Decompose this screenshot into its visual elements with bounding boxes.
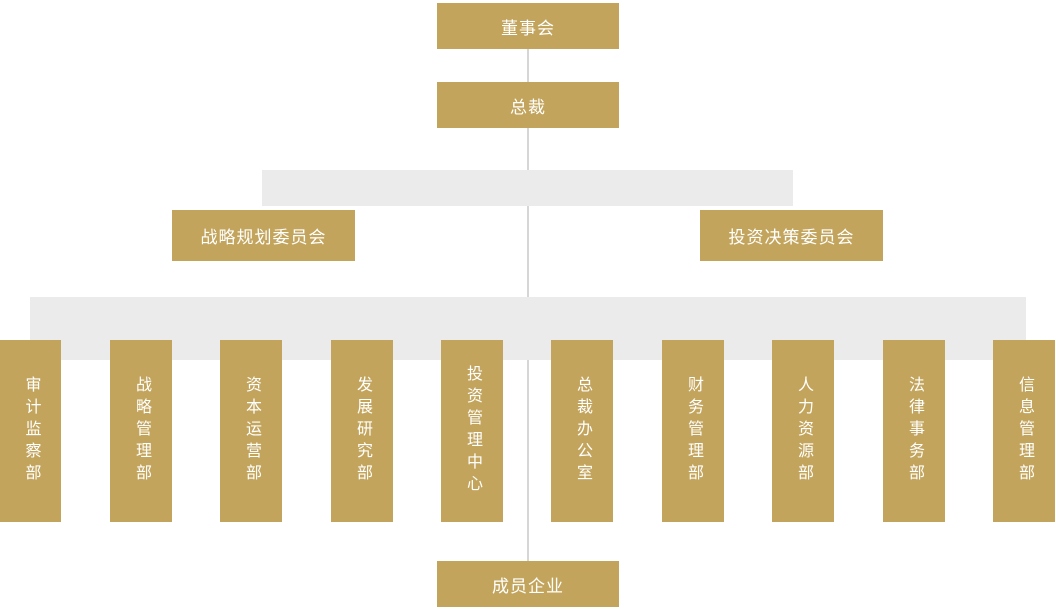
node-board: 董事会	[437, 3, 619, 49]
committee-label: 战略规划委员会	[200, 228, 327, 247]
node-member-enterprises-label: 成员企业	[492, 576, 564, 596]
node-president-label: 总裁	[510, 97, 546, 117]
node-department-legal: 法律事务部	[883, 340, 945, 522]
connector-board-president	[527, 48, 529, 82]
department-label: 资本运营部	[243, 376, 260, 486]
connector-bar-departments	[30, 297, 1026, 360]
department-label: 人力资源部	[795, 376, 812, 486]
node-department-strategy: 战略管理部	[110, 340, 172, 522]
department-label: 法律事务部	[906, 376, 923, 486]
node-committee-strategic-planning: 战略规划委员会	[172, 210, 355, 261]
node-department-human-resources: 人力资源部	[772, 340, 834, 522]
node-department-investment-management: 投资管理中心	[441, 340, 503, 522]
node-department-audit: 审计监察部	[0, 340, 61, 522]
department-label: 信息管理部	[1016, 376, 1033, 486]
department-label: 投资管理中心	[464, 365, 481, 497]
department-label: 审计监察部	[22, 376, 40, 486]
committee-label: 投资决策委员会	[728, 228, 855, 247]
department-label: 财务管理部	[685, 376, 702, 486]
node-board-label: 董事会	[501, 18, 555, 38]
node-member-enterprises: 成员企业	[437, 561, 619, 607]
node-department-president-office: 总裁办公室	[551, 340, 613, 522]
node-department-development-research: 发展研究部	[331, 340, 393, 522]
node-department-capital-operations: 资本运营部	[220, 340, 282, 522]
node-department-finance: 财务管理部	[662, 340, 724, 522]
department-label: 战略管理部	[133, 376, 150, 486]
connector-bar-committees	[262, 170, 793, 206]
department-label: 发展研究部	[354, 376, 371, 486]
node-committee-investment-decision: 投资决策委员会	[700, 210, 883, 261]
node-president: 总裁	[437, 82, 619, 128]
node-department-information: 信息管理部	[993, 340, 1055, 522]
department-label: 总裁办公室	[574, 376, 591, 486]
